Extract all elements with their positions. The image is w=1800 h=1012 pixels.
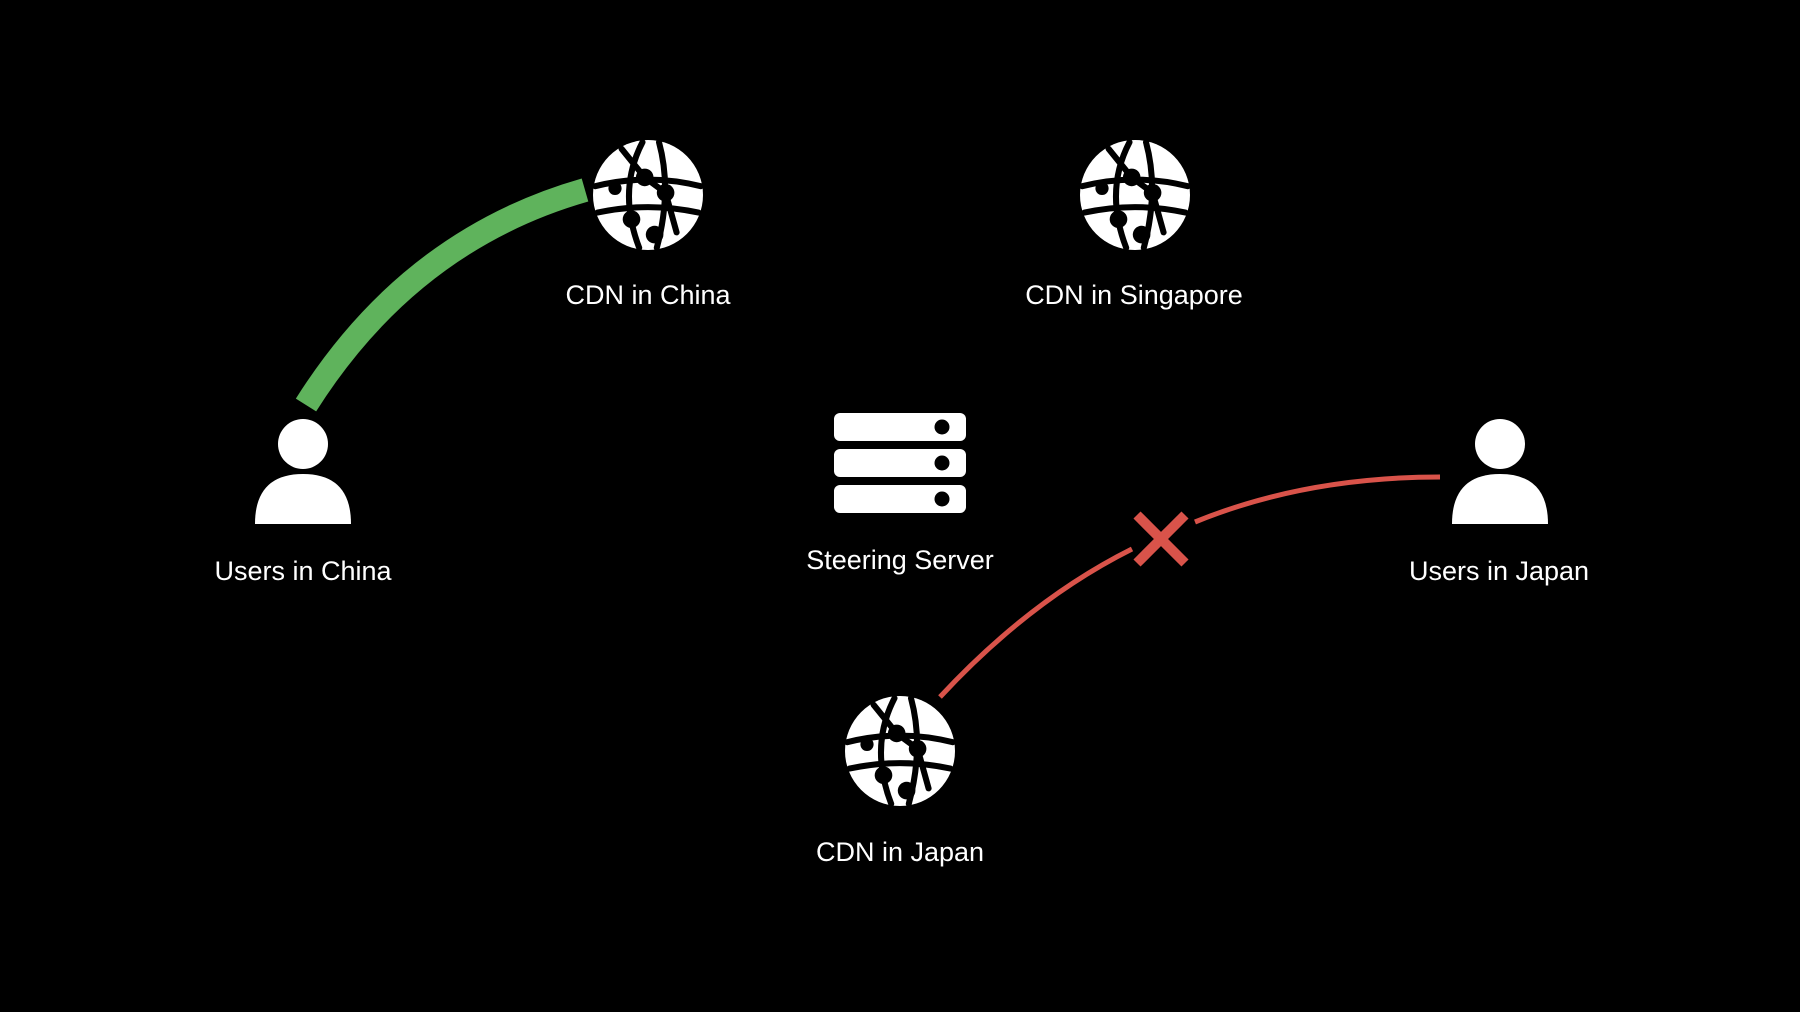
node-label: CDN in China — [565, 280, 731, 310]
person-icon — [1452, 419, 1548, 524]
globe-network-icon — [593, 140, 703, 250]
node-label: CDN in Japan — [815, 837, 985, 867]
node-label: Users in Japan — [1408, 556, 1590, 586]
blocked-x-icon — [1133, 511, 1189, 567]
globe-network-icon — [1080, 140, 1190, 250]
node-label: Steering Server — [806, 545, 994, 575]
person-icon — [255, 419, 351, 524]
server-rack-icon — [834, 413, 966, 513]
connection-users-japan-to-cdn-japan-part2 — [938, 546, 1134, 699]
node-label: CDN in Singapore — [1025, 280, 1243, 310]
globe-network-icon — [845, 696, 955, 806]
connection-users-japan-to-cdn-japan-part1 — [1194, 474, 1441, 525]
connection-users-china-to-cdn-china — [295, 178, 589, 412]
node-label: Users in China — [214, 556, 392, 586]
